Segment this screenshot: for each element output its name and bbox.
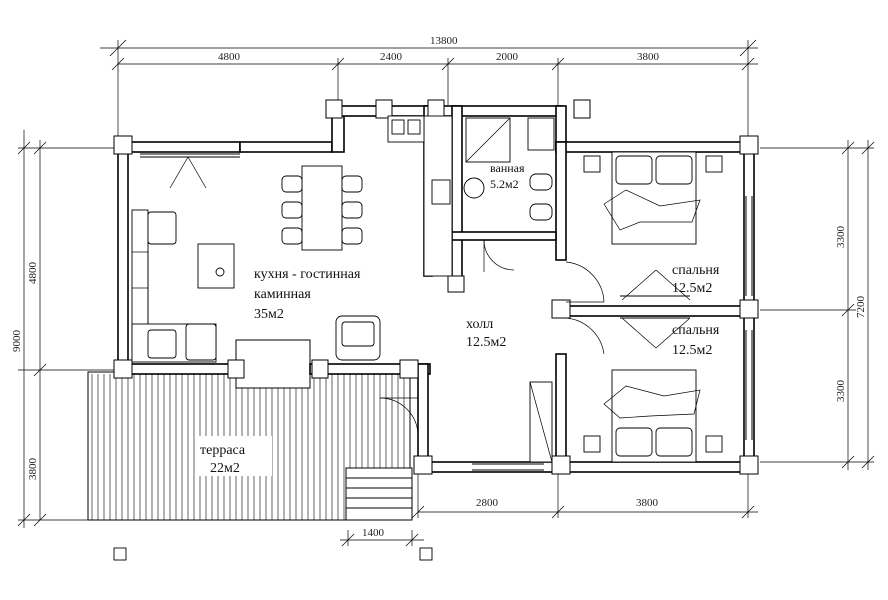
label-bedroom2-area: 12.5м2	[672, 343, 712, 358]
dim-right-seg-1: 3300	[835, 226, 847, 249]
label-kitchen-name2: каминная	[254, 287, 311, 302]
bathroom-furniture	[463, 117, 555, 221]
label-hall-area: 12.5м2	[466, 335, 506, 350]
label-terrace-name: терраса	[200, 443, 246, 458]
label-terrace-area: 22м2	[210, 461, 240, 476]
dim-right-total: 7200	[855, 296, 867, 319]
dimensions-top: 13800 4800 2400 2000 3800	[100, 35, 758, 140]
dim-left-total: 9000	[11, 330, 23, 353]
dimensions-bottom: 2800 3800 1400	[340, 470, 758, 547]
label-bathroom-name: ванная	[490, 161, 525, 175]
room-labels: ванная 5.2м2 кухня - гостинная каминная …	[196, 161, 720, 476]
dim-left-seg-2: 3800	[27, 458, 39, 481]
wall-posts	[113, 99, 759, 475]
dim-bottom-seg-2: 3800	[636, 497, 659, 509]
dim-top-total: 13800	[430, 35, 458, 47]
dim-top-seg-1: 4800	[218, 51, 241, 63]
label-bedroom1-area: 12.5м2	[672, 281, 712, 296]
doors	[379, 239, 605, 437]
dim-top-seg-3: 2000	[496, 51, 519, 63]
hall-wardrobe	[529, 381, 553, 463]
bedroom2-furniture	[583, 369, 723, 463]
kitchen-furniture	[131, 115, 453, 363]
bedroom1-furniture	[583, 151, 723, 245]
windows	[140, 153, 753, 471]
label-bathroom-area: 5.2м2	[490, 177, 519, 191]
label-bedroom1-name: спальня	[672, 263, 720, 278]
label-hall-name: холл	[466, 317, 493, 332]
terrace-deck	[87, 339, 433, 561]
dim-top-seg-2: 2400	[380, 51, 403, 63]
dim-right-seg-2: 3300	[835, 380, 847, 403]
label-bedroom2-name: спальня	[672, 323, 720, 338]
dim-left-seg-1: 4800	[27, 262, 39, 285]
label-kitchen-name: кухня - гостинная	[254, 267, 361, 282]
dim-top-seg-4: 3800	[637, 51, 660, 63]
label-kitchen-area: 35м2	[254, 307, 284, 322]
dim-bottom-seg-1: 2800	[476, 497, 499, 509]
dim-stairs-width: 1400	[362, 527, 385, 539]
dimensions-left: 9000 4800 3800	[11, 130, 118, 528]
dimensions-right: 3300 7200 3300	[760, 140, 875, 470]
